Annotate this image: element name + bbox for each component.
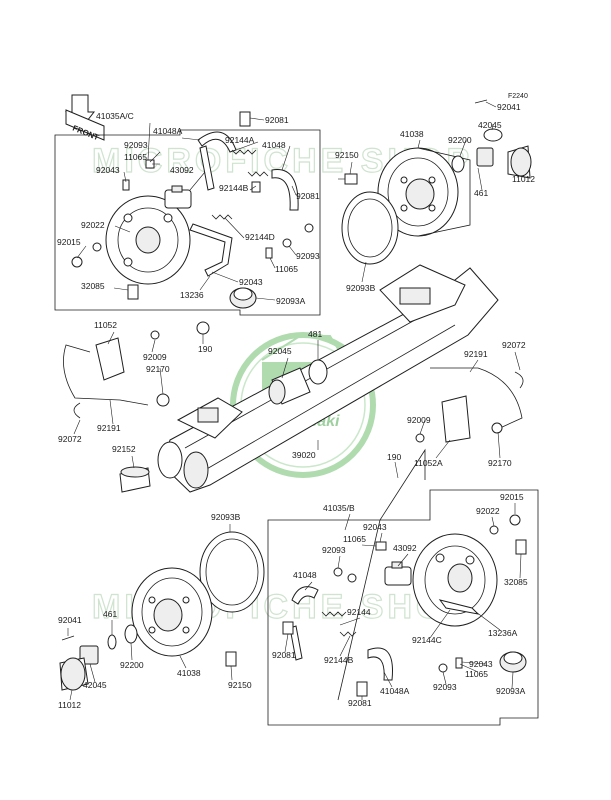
callout-41048: 41048 xyxy=(262,140,286,150)
callout-13236: 13236 xyxy=(180,290,204,300)
callout-11052a: 11052A xyxy=(414,458,443,468)
callout-41048-lower: 41048 xyxy=(293,570,317,580)
callout-32085-lower: 32085 xyxy=(504,577,528,587)
callouts-upper-right: 92041 42045 92200 461 11012 41038 92150 … xyxy=(335,101,535,293)
callout-11012-lower: 11012 xyxy=(58,700,81,710)
lower-left-drum-assembly xyxy=(59,531,265,691)
callout-42045: 42045 xyxy=(478,120,502,130)
callout-92093b-lower: 92093B xyxy=(211,512,241,522)
callout-92045: 92045 xyxy=(268,346,292,356)
right-brake-rod xyxy=(415,367,524,443)
callout-92072-left: 92072 xyxy=(58,434,82,444)
callout-92200: 92200 xyxy=(448,135,472,145)
callout-92191-left: 92191 xyxy=(97,423,121,433)
callout-92144c: 92144C xyxy=(412,635,442,645)
callout-92191-right: 92191 xyxy=(464,349,488,359)
callout-92150-lower: 92150 xyxy=(228,680,252,690)
callout-92041: 92041 xyxy=(497,102,521,112)
callout-92022-lower: 92022 xyxy=(476,506,500,516)
axle-housing xyxy=(119,264,499,493)
callout-41038-lower: 41038 xyxy=(177,668,201,678)
left-brake-rod xyxy=(63,321,210,419)
callout-92041-lower: 92041 xyxy=(58,615,82,625)
callout-92009-left: 92009 xyxy=(143,352,167,362)
callout-92144d: 92144D xyxy=(245,232,275,242)
lower-right-brake-assembly xyxy=(267,448,539,726)
callout-92043: 92043 xyxy=(96,165,120,175)
callouts-middle: 11052 92009 92170 190 92191 92072 92152 … xyxy=(58,320,526,479)
callout-11065: 11065 xyxy=(124,152,147,162)
callout-92081-top: 92081 xyxy=(265,115,289,125)
callout-92009-right: 92009 xyxy=(407,415,431,425)
callout-92015-lower: 92015 xyxy=(500,492,524,502)
callout-92093a: 92093A xyxy=(276,296,306,306)
callout-92144b-lower: 92144B xyxy=(324,655,354,665)
callout-92152: 92152 xyxy=(112,444,136,454)
callout-92022: 92022 xyxy=(81,220,105,230)
callout-92170-right: 92170 xyxy=(488,458,512,468)
callout-41048a-lower: 41048A xyxy=(380,686,410,696)
callout-11065-bottom: 11065 xyxy=(465,669,488,679)
callout-13236a: 13236A xyxy=(488,628,518,638)
callout-11065-right: 11065 xyxy=(275,264,298,274)
callout-32085: 32085 xyxy=(81,281,105,291)
callout-190-right: 190 xyxy=(387,452,401,462)
callout-461-lower: 461 xyxy=(103,609,117,619)
callouts-lower-right: 41035/B 11065 92043 92093 43092 92015 92… xyxy=(272,492,528,708)
callout-41038: 41038 xyxy=(400,129,424,139)
callout-190-left: 190 xyxy=(198,344,212,354)
callout-11065-lower: 11065 xyxy=(343,534,366,544)
callouts-lower-left: 92093B 92041 461 92200 41038 42045 11012… xyxy=(58,512,252,710)
front-arrow-icon: FRONT xyxy=(64,94,105,142)
callout-42045-lower: 42045 xyxy=(83,680,107,690)
callout-39020: 39020 xyxy=(292,450,316,460)
callout-92015: 92015 xyxy=(57,237,81,247)
callout-41048a: 41048A xyxy=(153,126,183,136)
figure-code: F2240 xyxy=(508,93,528,100)
callout-92093-lower: 92093 xyxy=(322,545,346,555)
callout-92093b: 92093B xyxy=(346,283,376,293)
callout-92072-right: 92072 xyxy=(502,340,526,350)
callout-92081-left-lower: 92081 xyxy=(272,650,296,660)
callout-92081-bottom: 92081 xyxy=(348,698,372,708)
callout-92093-right: 92093 xyxy=(296,251,320,261)
callout-92200-lower: 92200 xyxy=(120,660,144,670)
callout-92093a-lower: 92093A xyxy=(496,686,526,696)
callout-92043-lower: 92043 xyxy=(363,522,387,532)
callout-92144-lower: 92144 xyxy=(347,607,371,617)
callout-92150: 92150 xyxy=(335,150,359,160)
upper-left-brake-assembly xyxy=(54,111,321,316)
callouts-upper-left: 41035A/C 41048A 92093 11065 92043 92022 … xyxy=(57,111,320,306)
callout-92144b: 92144B xyxy=(219,183,249,193)
callout-92170-left: 92170 xyxy=(146,364,170,374)
callout-11052: 11052 xyxy=(94,320,117,330)
callout-92093: 92093 xyxy=(124,140,148,150)
callout-461: 461 xyxy=(474,188,488,198)
callout-41035a-c: 41035A/C xyxy=(96,111,134,121)
callout-92144a: 92144A xyxy=(225,135,255,145)
callout-92081-right: 92081 xyxy=(296,191,320,201)
callout-41035-b: 41035/B xyxy=(323,503,355,513)
upper-right-drum-assembly xyxy=(338,99,532,265)
callout-92093-bottom: 92093 xyxy=(433,682,457,692)
callout-92043-bottom: 92043 xyxy=(469,659,493,669)
callout-92043-right: 92043 xyxy=(239,277,263,287)
callout-43092: 43092 xyxy=(170,165,194,175)
callout-43092-lower: 43092 xyxy=(393,543,417,553)
callout-481: 481 xyxy=(308,329,322,339)
callout-11012: 11012 xyxy=(512,174,535,184)
